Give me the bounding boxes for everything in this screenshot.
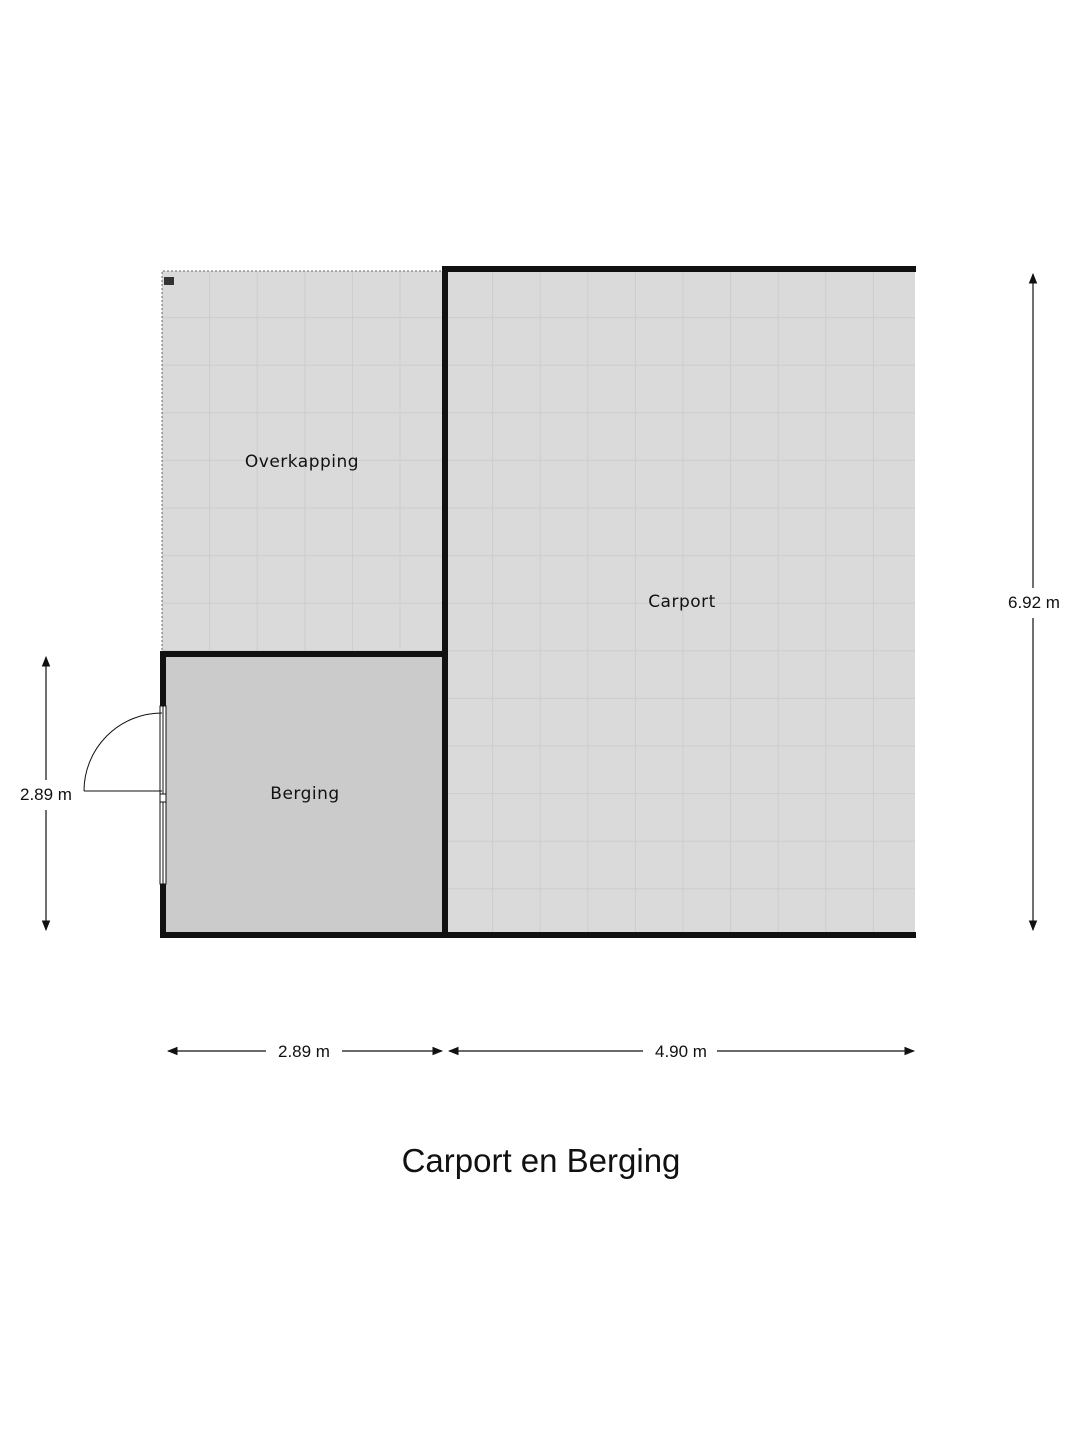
dim-label-width-right: 4.90 m bbox=[655, 1042, 707, 1061]
carport-floor bbox=[445, 269, 915, 935]
dim-label-width-left: 2.89 m bbox=[278, 1042, 330, 1061]
post-marker bbox=[164, 277, 174, 285]
wall-carport-top bbox=[443, 266, 916, 272]
dim-label-height-right: 6.92 m bbox=[1008, 593, 1060, 612]
wall-berging-left-bottom bbox=[160, 883, 166, 938]
wall-berging-left-top bbox=[160, 651, 166, 707]
dim-label-height-left: 2.89 m bbox=[20, 785, 72, 804]
berging-floor bbox=[164, 654, 445, 935]
wall-berging-top bbox=[160, 651, 447, 657]
wall-bottom bbox=[160, 932, 916, 938]
door-swing-arc bbox=[83, 712, 163, 792]
door bbox=[83, 705, 167, 885]
walls bbox=[160, 266, 916, 938]
wall-middle bbox=[442, 266, 448, 938]
overkapping-floor bbox=[162, 271, 445, 654]
room-label-overkapping: Overkapping bbox=[245, 452, 359, 472]
room-label-berging: Berging bbox=[270, 784, 339, 804]
floor-title: Carport en Berging bbox=[402, 1142, 681, 1179]
dimensions bbox=[41, 272, 1038, 1056]
room-label-carport: Carport bbox=[648, 592, 716, 612]
